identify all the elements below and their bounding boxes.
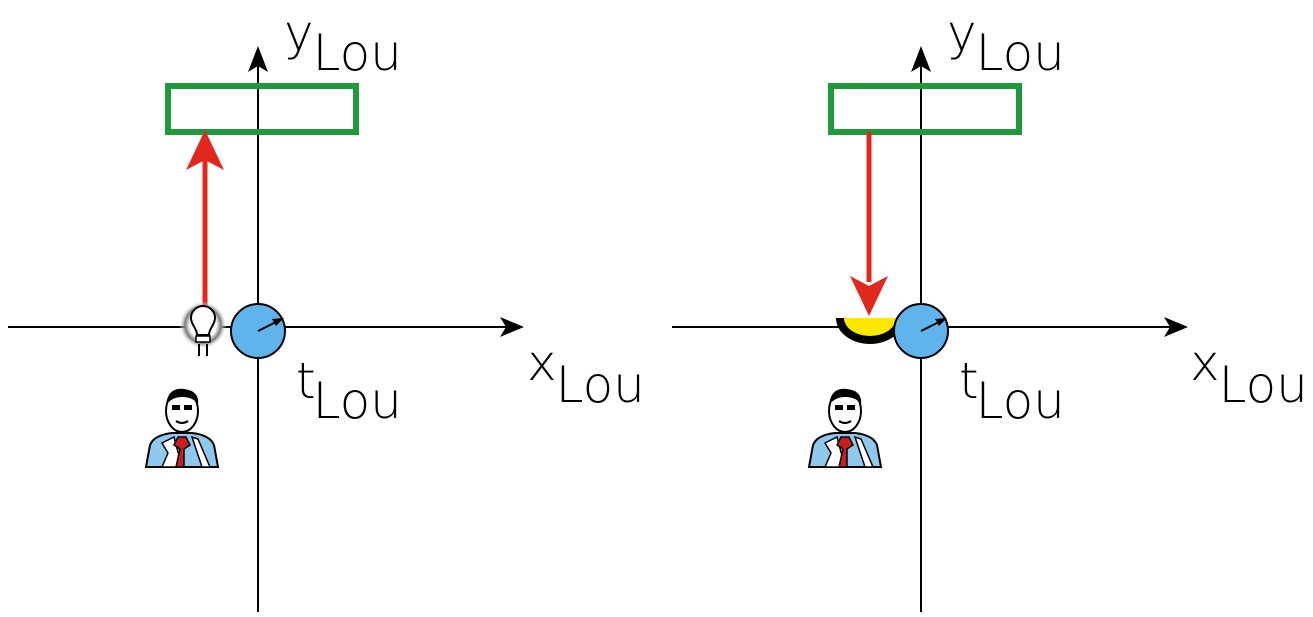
- diagram-panel-right: yLou xLou tLou: [664, 0, 1313, 617]
- observer-person-icon: [144, 388, 220, 468]
- y-axis-arrowhead: [248, 46, 268, 72]
- panel-right-drawing: [672, 46, 1188, 612]
- y-axis-label: yLou: [947, 4, 1065, 82]
- light-signal-arrow-up: [186, 130, 224, 312]
- source-box: [828, 83, 1022, 135]
- target-box: [165, 83, 359, 135]
- x-axis-label: xLou: [527, 334, 645, 414]
- y-axis-label: yLou: [284, 4, 402, 82]
- clock-icon: [893, 303, 949, 359]
- clock-icon: [230, 303, 286, 359]
- light-signal-arrow-down: [850, 132, 888, 316]
- observer-person-icon: [807, 388, 883, 468]
- t-axis-label: tLou: [959, 352, 1065, 430]
- light-bulb-icon: [179, 301, 227, 356]
- y-axis-arrowhead: [911, 46, 931, 72]
- panel-left-drawing: [8, 46, 524, 612]
- x-axis-arrowhead: [1164, 317, 1188, 337]
- t-axis-label: tLou: [296, 352, 402, 430]
- diagram-panel-left: yLou xLou tLou: [8, 4, 645, 612]
- x-axis-label: xLou: [1190, 334, 1308, 414]
- detector-icon: [836, 318, 904, 344]
- x-axis-arrowhead: [500, 317, 524, 337]
